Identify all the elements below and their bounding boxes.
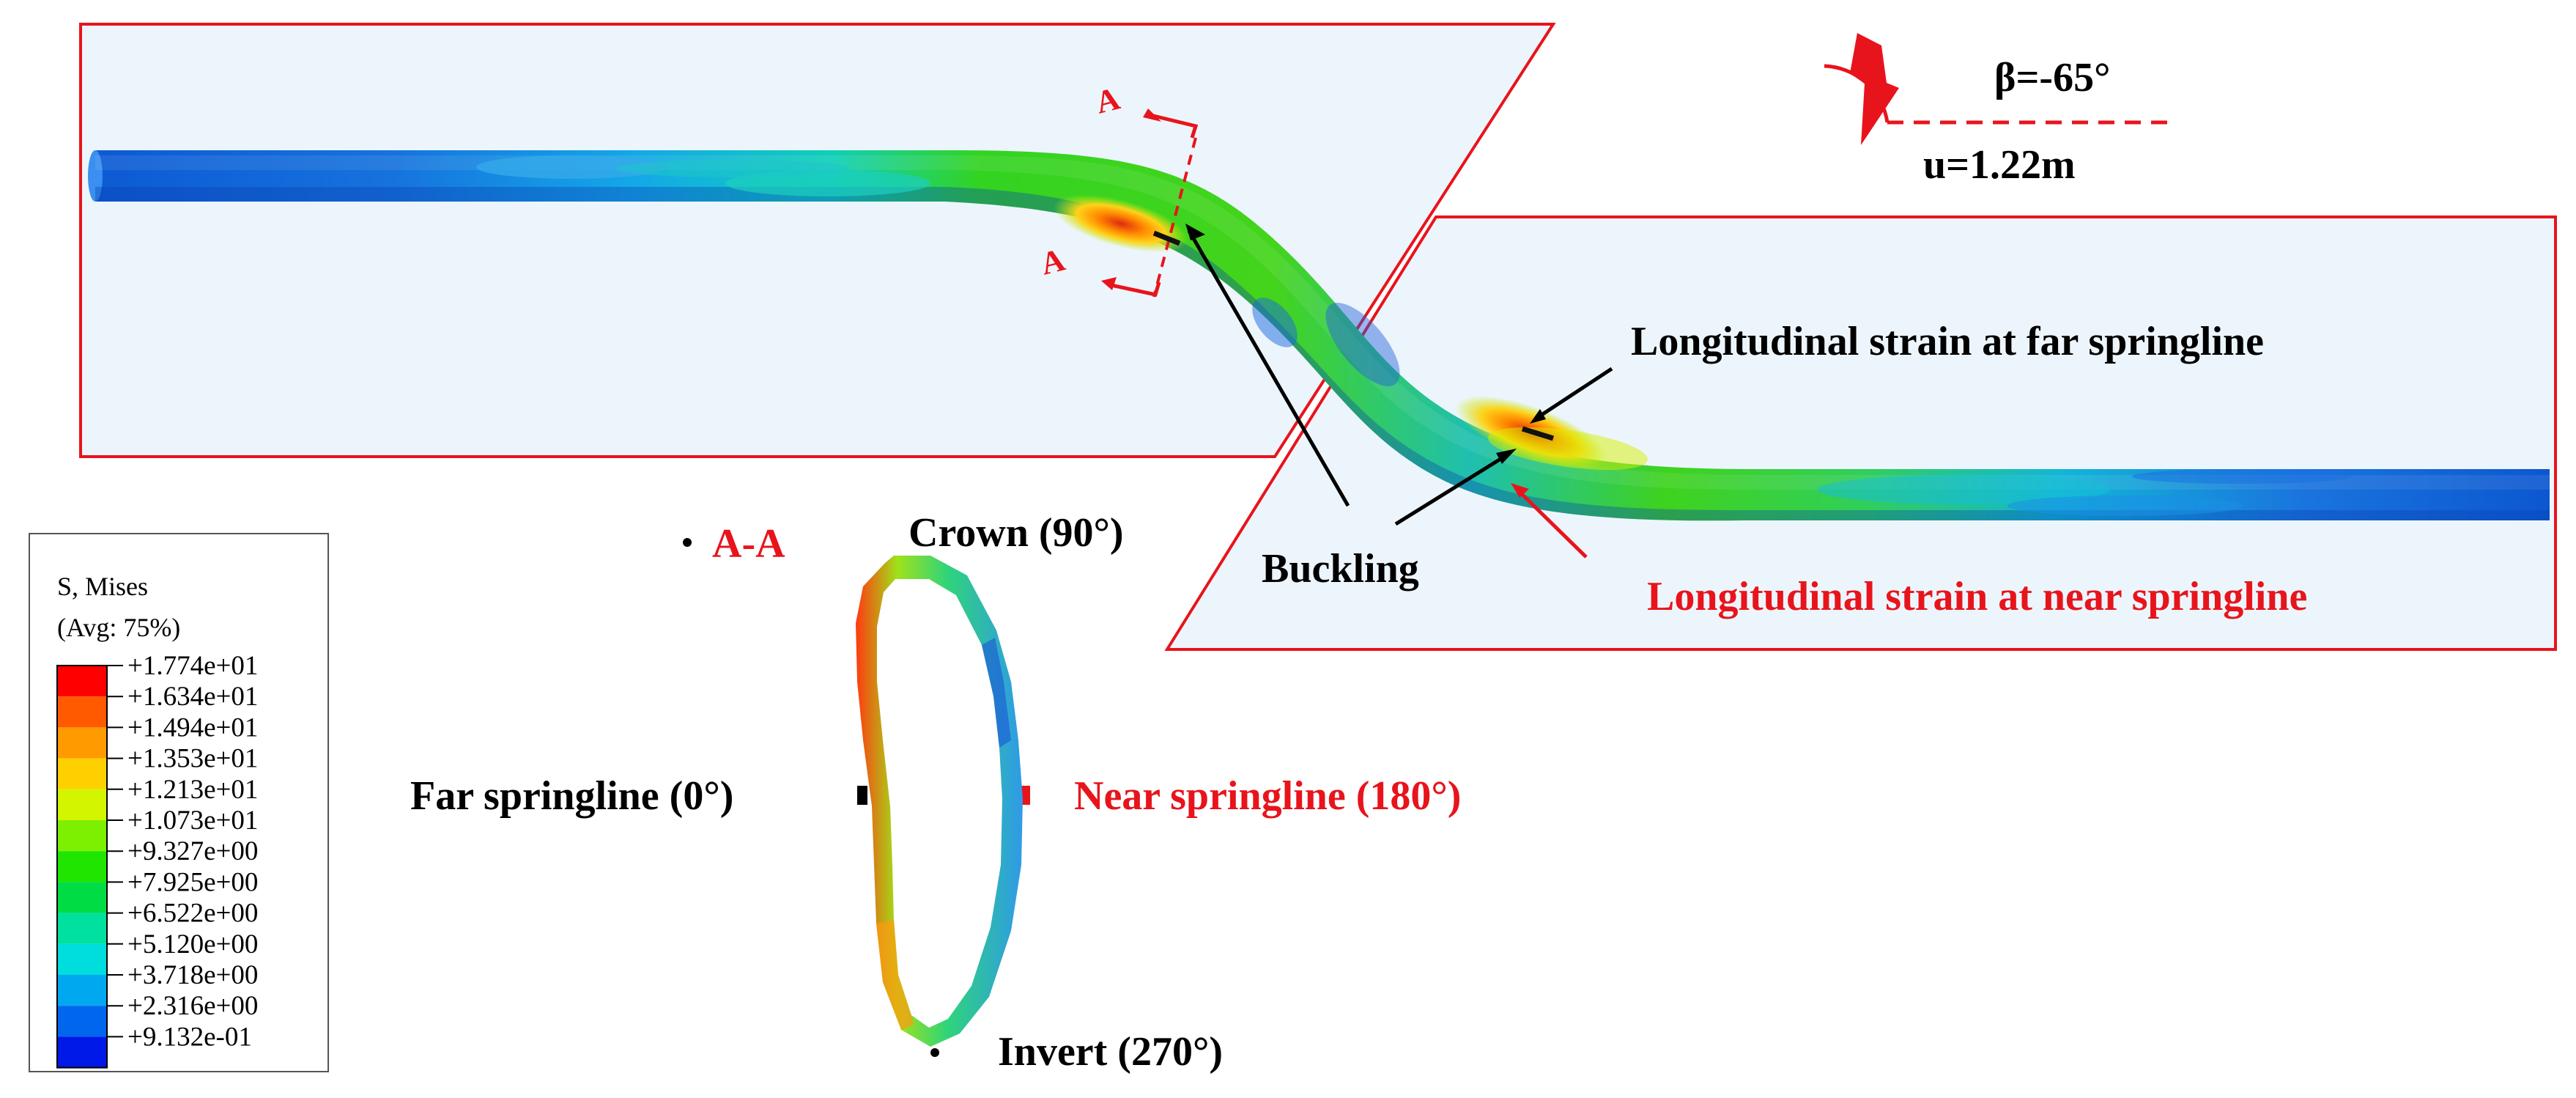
legend-title: S, Mises	[57, 572, 148, 601]
invert-dot	[930, 1048, 939, 1057]
far-strain-label: Longitudinal strain at far springline	[1631, 319, 2264, 364]
far-springline-label: Far springline (0°)	[410, 773, 733, 819]
legend-label: +1.634e+01	[127, 682, 258, 712]
legend-swatch	[57, 789, 107, 820]
fault-direction-arrow	[1824, 33, 2169, 145]
legend-swatch	[57, 727, 107, 759]
stress-legend: S, Mises (Avg: 75%) +1.774e+01+1.634e+01…	[29, 533, 329, 1072]
legend-subtitle: (Avg: 75%)	[57, 613, 180, 642]
legend-swatch	[57, 913, 107, 944]
legend-swatch	[57, 696, 107, 728]
lower-ground-block	[1164, 215, 2557, 651]
legend-label: +3.718e+00	[127, 960, 258, 990]
legend-label: +9.132e-01	[127, 1022, 252, 1052]
section-cut-line	[1101, 108, 1199, 298]
legend-swatch	[57, 943, 107, 975]
deformed-pipe	[88, 150, 2550, 521]
legend-label: +1.213e+01	[127, 775, 258, 805]
legend-label: +1.494e+01	[127, 712, 258, 743]
beta-angle-label: β=-65°	[1994, 55, 2110, 100]
legend-label: +1.774e+01	[127, 651, 258, 681]
cross-section-ring	[856, 556, 1023, 1047]
legend-label: +1.073e+01	[127, 806, 258, 836]
near-strain-label: Longitudinal strain at near springline	[1647, 574, 2307, 619]
legend-label: +1.353e+01	[127, 744, 258, 774]
legend-label: +7.925e+00	[127, 867, 258, 897]
section-title: A-A	[712, 521, 785, 567]
far-springline-marker	[857, 786, 867, 805]
legend-swatch	[57, 820, 107, 852]
buckling-label: Buckling	[1262, 546, 1419, 592]
legend-colorbar-outline	[56, 665, 108, 1069]
invert-label: Invert (270°)	[998, 1029, 1223, 1075]
legend-swatch	[57, 882, 107, 913]
upper-ground-block	[79, 23, 1556, 458]
legend-swatch	[57, 1006, 107, 1037]
crown-label: Crown (90°)	[908, 510, 1124, 556]
leader-lines	[1152, 224, 1613, 559]
legend-swatch	[57, 851, 107, 883]
legend-label: +6.522e+00	[127, 899, 258, 929]
legend-swatch	[57, 758, 107, 789]
near-springline-label: Near springline (180°)	[1074, 773, 1461, 819]
legend-label: +5.120e+00	[127, 929, 258, 959]
section-title-dot	[683, 538, 692, 547]
legend-swatch	[57, 975, 107, 1006]
legend-swatch	[57, 666, 107, 697]
legend-label: +9.327e+00	[127, 836, 258, 866]
legend-label: +2.316e+00	[127, 991, 258, 1021]
legend-swatch	[57, 1036, 107, 1068]
displacement-label: u=1.22m	[1923, 142, 2076, 188]
